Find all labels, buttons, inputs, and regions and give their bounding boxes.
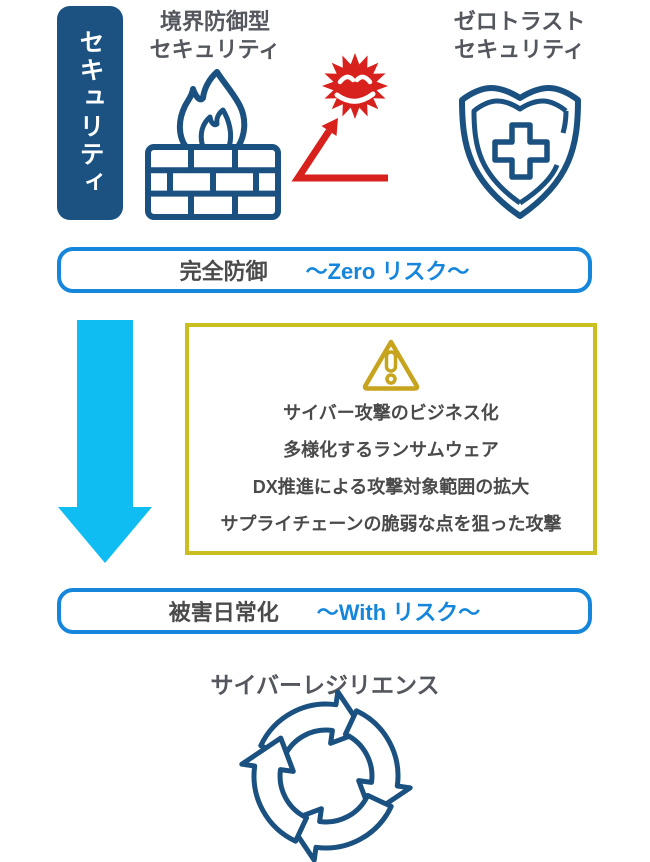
malware-face bbox=[334, 74, 376, 104]
risk-factors-box: サイバー攻撃のビジネス化 多様化するランサムウェア DX推進による攻撃対象範囲の… bbox=[185, 323, 597, 555]
firewall-flame-icon bbox=[145, 69, 281, 220]
risk-line: DX推進による攻撃対象範囲の拡大 bbox=[252, 477, 530, 497]
risk-line: サイバー攻撃のビジネス化 bbox=[283, 403, 499, 423]
zero-risk-label: 完全防御 bbox=[179, 259, 268, 284]
risk-line: 多様化するランサムウェア bbox=[283, 440, 499, 460]
warning-triangle-icon bbox=[362, 339, 420, 391]
security-banner-label: セキュリティ bbox=[76, 29, 104, 197]
resilience-cycle-icon bbox=[239, 690, 413, 862]
with-risk-label: 被害日常化 bbox=[168, 600, 279, 625]
risk-lines: サイバー攻撃のビジネス化 多様化するランサムウェア DX推進による攻撃対象範囲の… bbox=[189, 395, 593, 543]
security-banner: セキュリティ bbox=[57, 6, 123, 220]
with-risk-box: 被害日常化 〜With リスク〜 bbox=[57, 588, 592, 634]
zero-trust-title: ゼロトラスト セキュリティ bbox=[453, 9, 586, 62]
cyber-resilience-title: サイバーレジリエンス bbox=[210, 672, 440, 698]
with-risk-sublabel: 〜With リスク〜 bbox=[316, 600, 481, 625]
zero-risk-sublabel: 〜Zero リスク〜 bbox=[305, 259, 470, 284]
attack-bypass-arrow-icon bbox=[291, 118, 388, 182]
risk-line: サプライチェーンの脆弱な点を狙った攻撃 bbox=[220, 514, 562, 534]
zero-risk-box: 完全防御 〜Zero リスク〜 bbox=[57, 247, 592, 293]
perimeter-security-title: 境界防御型 セキュリティ bbox=[149, 9, 281, 62]
down-arrow-icon bbox=[58, 320, 152, 563]
malware-face-icon bbox=[291, 53, 388, 182]
shield-plus-icon bbox=[459, 85, 581, 219]
